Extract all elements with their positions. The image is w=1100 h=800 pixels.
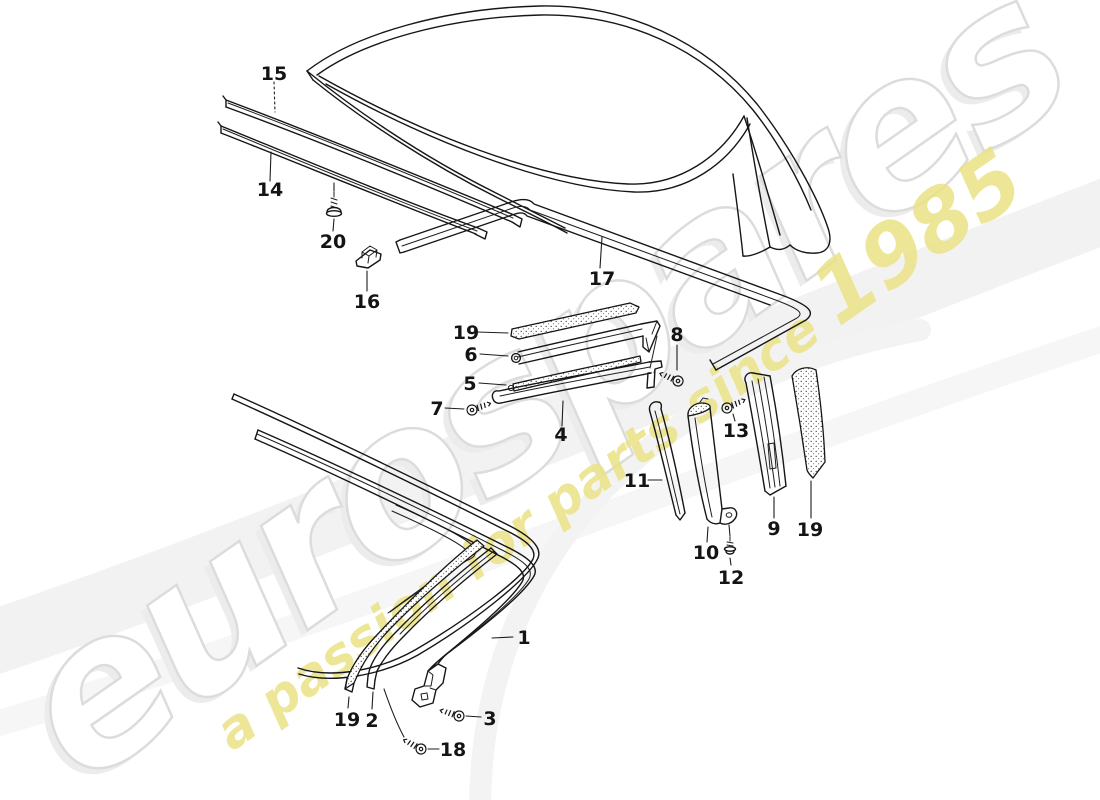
clip-16 [355,245,382,292]
pad-19-right [791,367,826,519]
callout-17: 17 [589,268,615,290]
screw-13 [719,394,748,422]
callout-11: 11 [624,470,650,492]
screw-3 [438,704,482,723]
seal-strip-19-top [476,302,640,340]
callout-12: 12 [718,567,744,589]
screw-18 [400,734,440,757]
rail-6 [479,320,661,365]
callout-16: 16 [354,291,380,313]
callout-9: 9 [767,518,780,540]
rail-4 [491,335,663,427]
callout-20: 20 [320,231,346,253]
rivet-20 [325,182,343,232]
seal-17 [395,198,812,371]
pillar-10 [687,397,738,543]
callout-8: 8 [670,324,683,346]
strip-15 [222,81,523,228]
callout-13: 13 [723,420,749,442]
callout-18: 18 [440,739,466,761]
callout-2: 2 [365,710,378,732]
screw-7 [444,397,493,418]
callout-15: 15 [261,63,287,85]
callout-3: 3 [483,708,496,730]
channel-2 [366,547,498,738]
callout-14: 14 [257,179,283,201]
screw-8 [657,344,686,389]
callout-6: 6 [464,344,477,366]
trim-11 [647,401,686,521]
seal-strip-19-bottom [344,539,485,709]
callout-7: 7 [430,398,443,420]
seal-9 [744,372,787,519]
pin-12 [723,524,737,566]
soft-top-drawing [306,5,831,257]
callout-4: 4 [554,424,567,446]
callout-19-bottom: 19 [334,709,360,731]
callout-1: 1 [517,627,530,649]
callout-5: 5 [463,373,476,395]
frame-rail-1 [254,429,536,708]
callout-10: 10 [693,542,719,564]
callout-19-right: 19 [797,519,823,541]
strip-14 [217,121,488,240]
callout-19-stack: 19 [453,322,479,344]
